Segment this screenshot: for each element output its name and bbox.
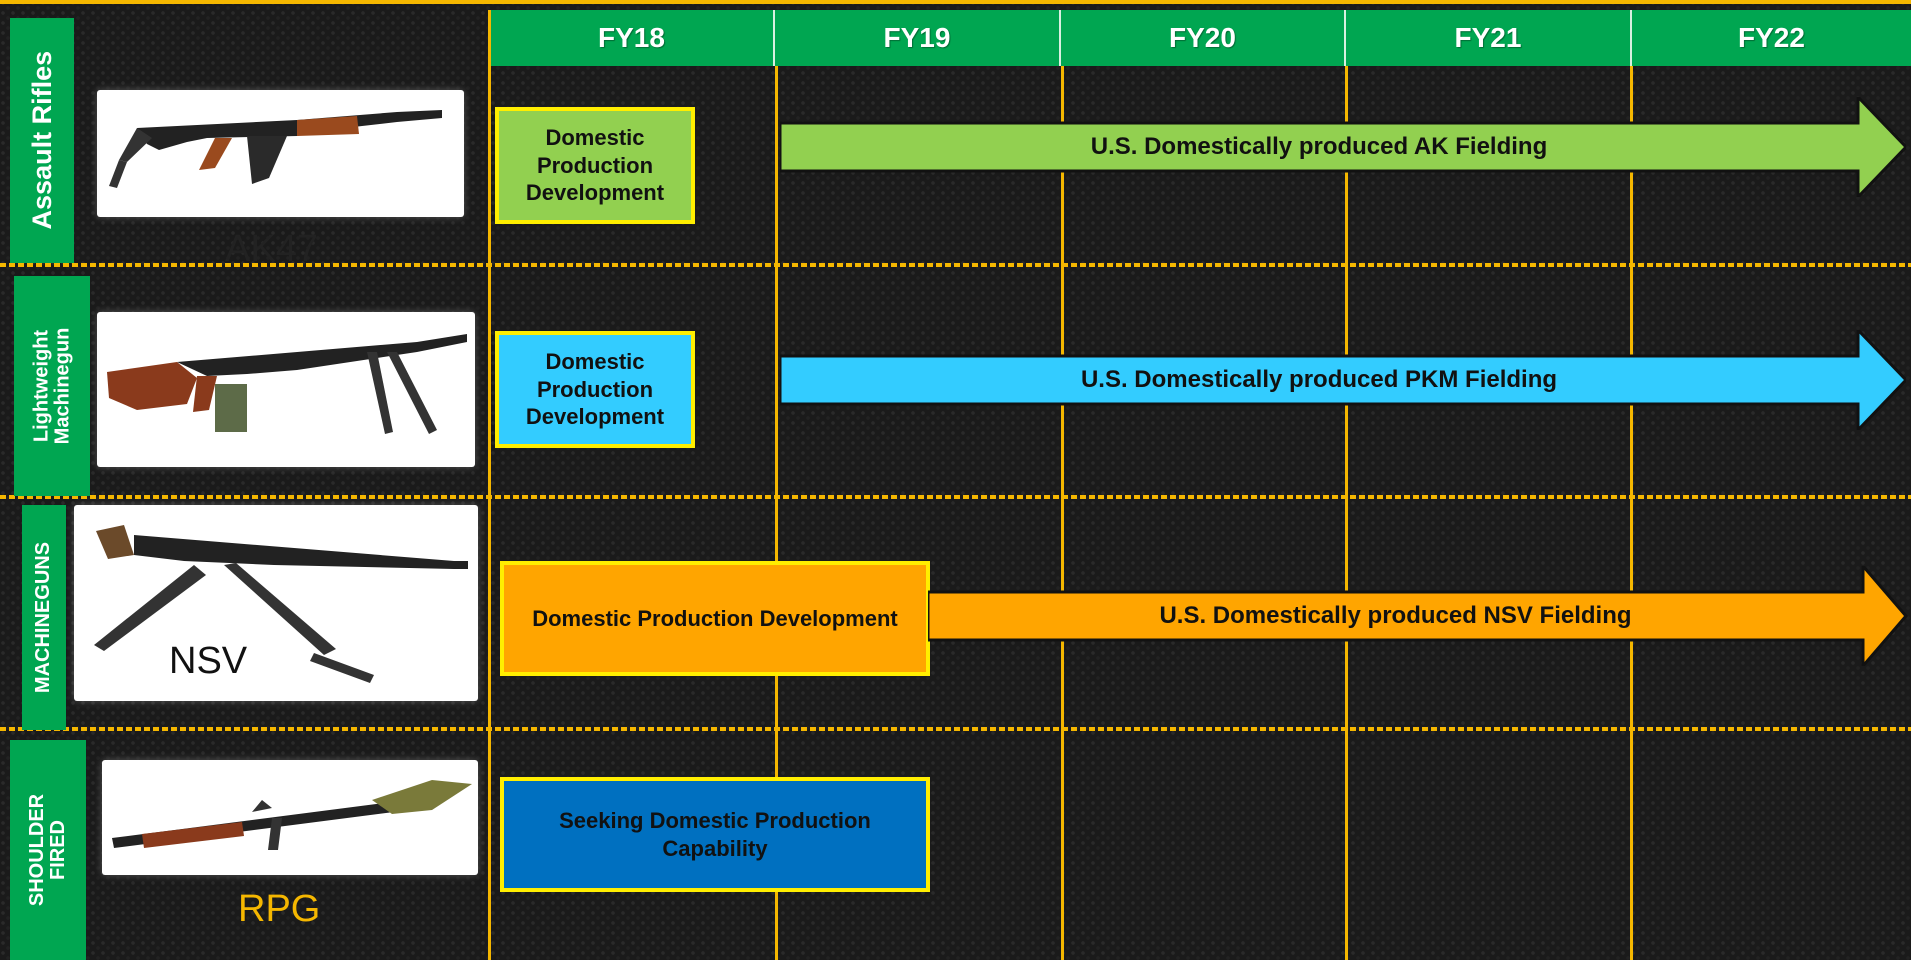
dev-box-assault-rifles: Domestic Production Development — [495, 107, 695, 224]
year-divider-left-edge — [488, 10, 491, 960]
dev-box-shoulder-fired: Seeking Domestic Production Capability — [500, 777, 930, 892]
weapon-label-ak47: AK47 — [225, 228, 318, 270]
arrow-shape-icon — [928, 566, 1908, 666]
row-divider-2 — [0, 495, 1911, 499]
rpg-launcher-icon — [112, 780, 472, 850]
ak47-photo — [97, 90, 464, 217]
row-divider-1 — [0, 263, 1911, 267]
dev-box-lightweight-machinegun: Domestic Production Development — [495, 331, 695, 448]
dev-box-machineguns: Domestic Production Development — [500, 561, 930, 676]
year-divider-fy21 — [1345, 66, 1348, 960]
header-fy18: FY18 — [490, 10, 775, 66]
fielding-arrow-lightweight-machinegun: U.S. Domestically produced PKM Fielding — [780, 330, 1906, 430]
row-label-assault-rifles: Assault Rifles — [10, 18, 74, 263]
year-divider-fy20 — [1061, 66, 1064, 960]
pkm-machinegun-icon — [107, 334, 467, 434]
weapon-label-rpg: RPG — [238, 888, 321, 930]
fielding-arrow-assault-rifles: U.S. Domestically produced AK Fielding — [780, 97, 1906, 197]
nsv-machinegun-icon — [94, 525, 468, 683]
row-divider-3 — [0, 727, 1911, 731]
rpg-photo — [102, 760, 478, 875]
weapon-label-nsv: NSV — [169, 640, 248, 682]
fielding-arrow-machineguns: U.S. Domestically produced NSV Fielding — [928, 566, 1911, 666]
nsv-photo: NSV — [74, 505, 478, 701]
row-label-machineguns: MACHINEGUNS — [22, 505, 66, 730]
year-divider-fy22 — [1630, 66, 1633, 960]
year-divider-fy19 — [775, 66, 778, 960]
ak47-rifle-icon — [109, 110, 442, 188]
fielding-label-assault-rifles: U.S. Domestically produced AK Fielding — [1090, 133, 1548, 160]
row-label-shoulder-fired: SHOULDER FIRED — [10, 740, 86, 960]
top-border — [0, 0, 1911, 4]
header-fy22: FY22 — [1632, 10, 1911, 66]
header-fy21: FY21 — [1346, 10, 1632, 66]
row-label-lightweight-machinegun: Lightweight Machinegun — [14, 276, 90, 496]
arrow-shape-icon — [780, 97, 1906, 197]
fielding-label-lightweight-machinegun: U.S. Domestically produced PKM Fielding — [1080, 366, 1558, 393]
header-fy20: FY20 — [1061, 10, 1346, 66]
arrow-shape-icon — [780, 330, 1906, 430]
pkm-photo — [97, 312, 475, 467]
fielding-label-machineguns: U.S. Domestically produced NSV Fielding — [1159, 602, 1632, 629]
header-fy19: FY19 — [775, 10, 1061, 66]
